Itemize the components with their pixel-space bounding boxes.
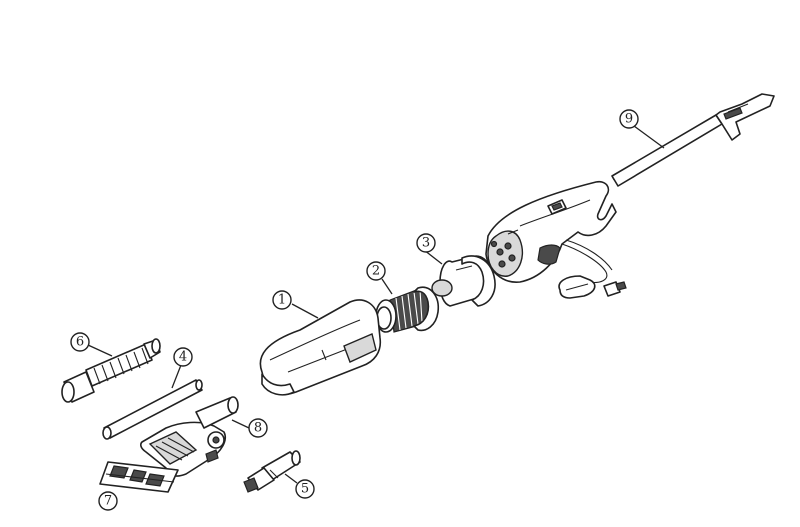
part-brush-strip xyxy=(99,461,179,493)
callout-6: 6 xyxy=(70,332,90,352)
leader-line-5 xyxy=(284,473,298,484)
part-handle-wand xyxy=(611,93,775,187)
part-pleated-filter xyxy=(375,286,440,333)
leader-line-9 xyxy=(633,125,665,149)
leader-line-2 xyxy=(381,278,393,295)
callout-4: 4 xyxy=(173,347,193,367)
svg-text:1: 1 xyxy=(278,293,286,308)
callout-8: 8 xyxy=(248,418,268,438)
leader-line-4 xyxy=(171,364,182,389)
callout-2: 2 xyxy=(366,261,386,281)
leader-line-1 xyxy=(291,303,319,319)
part-flexible-hose xyxy=(61,338,161,403)
callout-1: 1 xyxy=(272,290,292,310)
part-charging-cord xyxy=(558,239,627,299)
svg-text:2: 2 xyxy=(372,264,380,279)
part-straight-tube xyxy=(102,379,203,440)
svg-text:9: 9 xyxy=(625,112,633,127)
svg-text:7: 7 xyxy=(104,494,112,509)
part-dust-bowl xyxy=(259,299,382,396)
part-floor-nozzle xyxy=(140,396,239,477)
callout-7: 7 xyxy=(98,491,118,511)
callout-9: 9 xyxy=(619,109,639,129)
callout-5: 5 xyxy=(295,479,315,499)
part-filter-cup xyxy=(431,255,496,307)
svg-text:4: 4 xyxy=(179,350,187,365)
svg-text:8: 8 xyxy=(254,421,262,436)
svg-text:6: 6 xyxy=(76,335,84,350)
leader-line-6 xyxy=(87,344,113,357)
leader-line-8 xyxy=(231,419,250,429)
callout-3: 3 xyxy=(416,233,436,253)
svg-text:5: 5 xyxy=(301,482,309,497)
svg-text:3: 3 xyxy=(422,236,430,251)
part-motor-body xyxy=(485,180,617,283)
part-crevice-tool xyxy=(243,450,301,493)
